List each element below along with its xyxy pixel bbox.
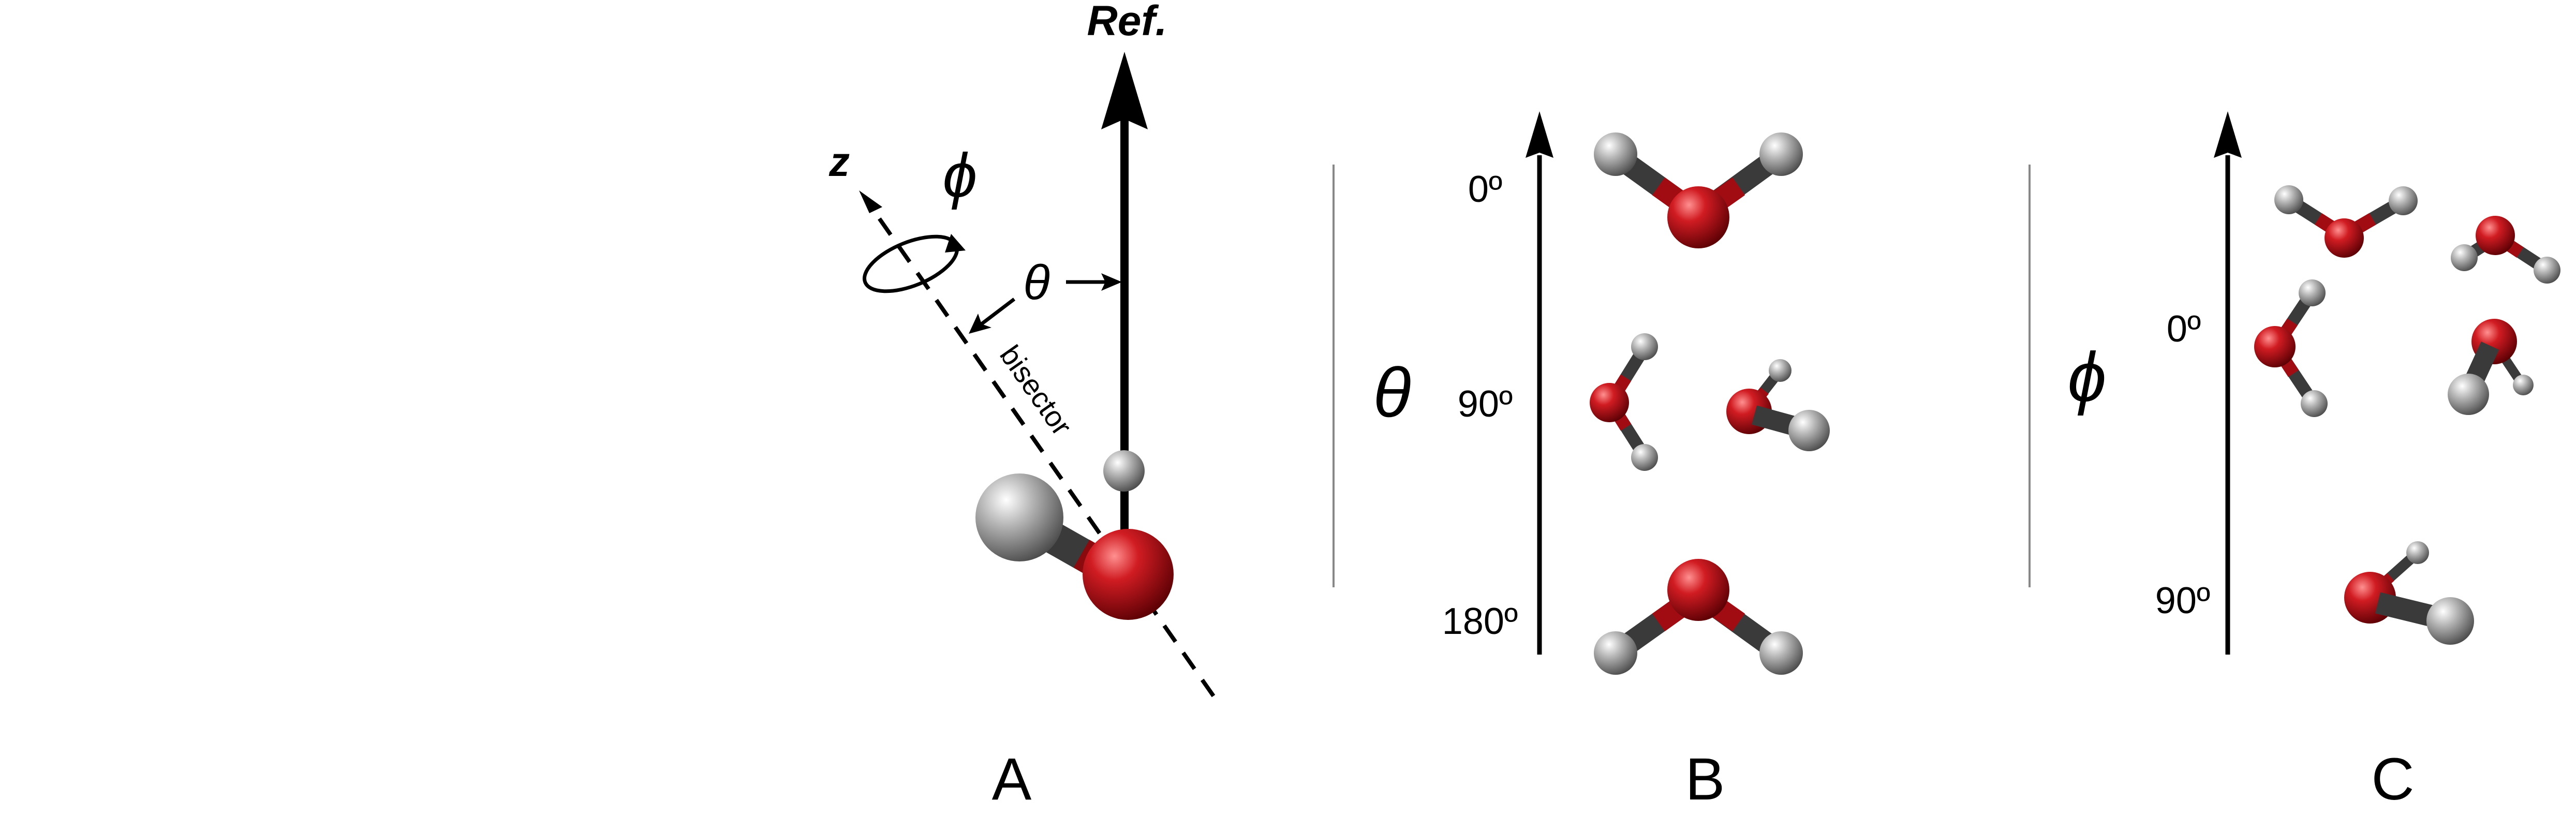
water-molecule-phi-0-top-left bbox=[2274, 185, 2418, 258]
panel-b: θ 0º 90º 180º bbox=[1373, 111, 1830, 812]
water-molecule-a bbox=[975, 450, 1174, 620]
phi-axis-symbol: ϕ bbox=[2067, 338, 2106, 416]
theta-tick-180: 180º bbox=[1442, 601, 1518, 642]
theta-symbol-label: θ bbox=[1023, 255, 1050, 310]
theta-arrow-left bbox=[974, 298, 1016, 330]
water-molecule-phi-0-mid-right bbox=[2448, 319, 2534, 415]
theta-tick-90: 90º bbox=[1458, 383, 1513, 425]
theta-axis-arrowhead bbox=[1526, 111, 1553, 158]
water-molecule-theta-180 bbox=[1594, 559, 1803, 675]
panel-c: ϕ 0º 90º bbox=[2067, 111, 2560, 812]
reference-label: Ref. bbox=[1087, 0, 1167, 45]
phi-tick-0: 0º bbox=[2167, 308, 2201, 350]
bisector-label: bisector bbox=[994, 339, 1078, 441]
panel-c-label: C bbox=[2371, 746, 2414, 812]
panel-b-label: B bbox=[1685, 746, 1725, 812]
reference-arrowhead bbox=[1101, 52, 1148, 129]
theta-tick-0: 0º bbox=[1468, 169, 1502, 210]
phi-rotation-icon bbox=[863, 234, 966, 293]
phi-tick-90: 90º bbox=[2155, 580, 2210, 621]
phi-axis-arrowhead bbox=[2214, 111, 2242, 158]
water-molecule-theta-90-left bbox=[1590, 333, 1658, 471]
theta-axis-symbol: θ bbox=[1373, 353, 1411, 432]
water-molecule-theta-0 bbox=[1594, 132, 1803, 248]
water-molecule-theta-90-right bbox=[1726, 359, 1830, 451]
water-molecule-phi-0-top-right bbox=[2451, 216, 2560, 284]
panel-a-label: A bbox=[992, 746, 1032, 812]
z-arrowhead bbox=[859, 190, 882, 213]
z-axis-label: z bbox=[828, 139, 850, 185]
water-molecule-phi-0-mid-left bbox=[2254, 279, 2328, 417]
phi-symbol-label: ϕ bbox=[943, 141, 978, 210]
bisector-dashed-line bbox=[866, 201, 1216, 698]
water-molecule-phi-90 bbox=[2344, 541, 2474, 645]
panel-a: Ref. z ϕ θ bisector A bbox=[828, 0, 1216, 812]
